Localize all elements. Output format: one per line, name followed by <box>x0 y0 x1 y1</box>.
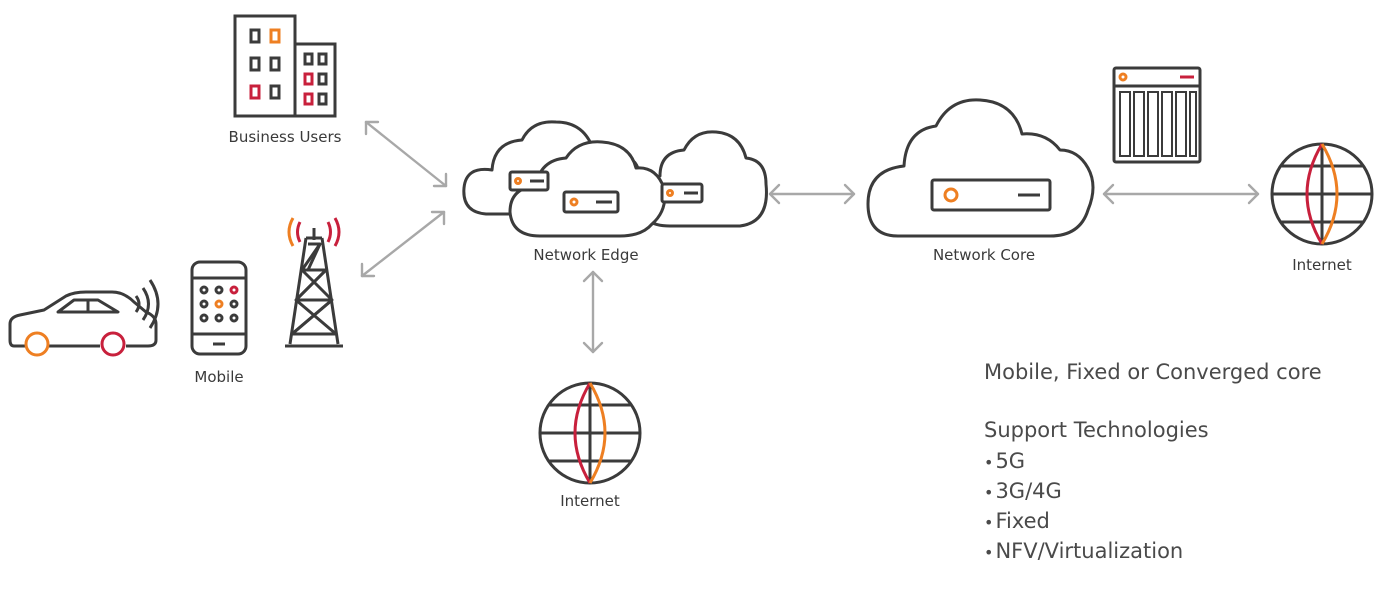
internet-label-edge: Internet <box>560 492 620 510</box>
arrow-edge-to-core <box>768 183 856 205</box>
internet-globe-icon-core <box>1270 142 1374 246</box>
business-users-icon <box>233 14 337 118</box>
arrow-business-to-edge <box>364 120 448 188</box>
technology-item: NFV/Virtualization <box>984 536 1322 566</box>
technology-item: 3G/4G <box>984 476 1322 506</box>
internet-globe-icon-edge <box>538 381 642 485</box>
connection-arrows <box>360 120 1260 354</box>
network-core-label: Network Core <box>932 246 1036 264</box>
technologies-title: Support Technologies <box>984 418 1209 442</box>
car-icon <box>8 279 160 357</box>
arrow-edge-to-internet <box>582 270 604 354</box>
network-core-cloud <box>866 98 1095 238</box>
core-server <box>930 178 1052 212</box>
mobile-phone-icon <box>190 260 248 356</box>
core-info-panel: Mobile, Fixed or Converged core Support … <box>984 360 1322 566</box>
network-edge-label: Network Edge <box>533 246 639 264</box>
technologies-list: 5G 3G/4G Fixed NFV/Virtualization <box>984 446 1322 566</box>
internet-label-core: Internet <box>1292 256 1352 274</box>
edge-cloud-front <box>508 140 667 238</box>
network-edge-clouds <box>462 120 768 238</box>
arrow-mobile-to-edge <box>360 210 446 278</box>
core-type-text: Mobile, Fixed or Converged core <box>984 360 1322 384</box>
technology-item: Fixed <box>984 506 1322 536</box>
mobile-label: Mobile <box>194 368 244 386</box>
server-rack-icon <box>1112 66 1202 164</box>
technology-item: 5G <box>984 446 1322 476</box>
arrow-core-to-internet <box>1102 183 1260 205</box>
business-users-label: Business Users <box>228 128 342 146</box>
cell-tower-icon <box>285 217 343 348</box>
